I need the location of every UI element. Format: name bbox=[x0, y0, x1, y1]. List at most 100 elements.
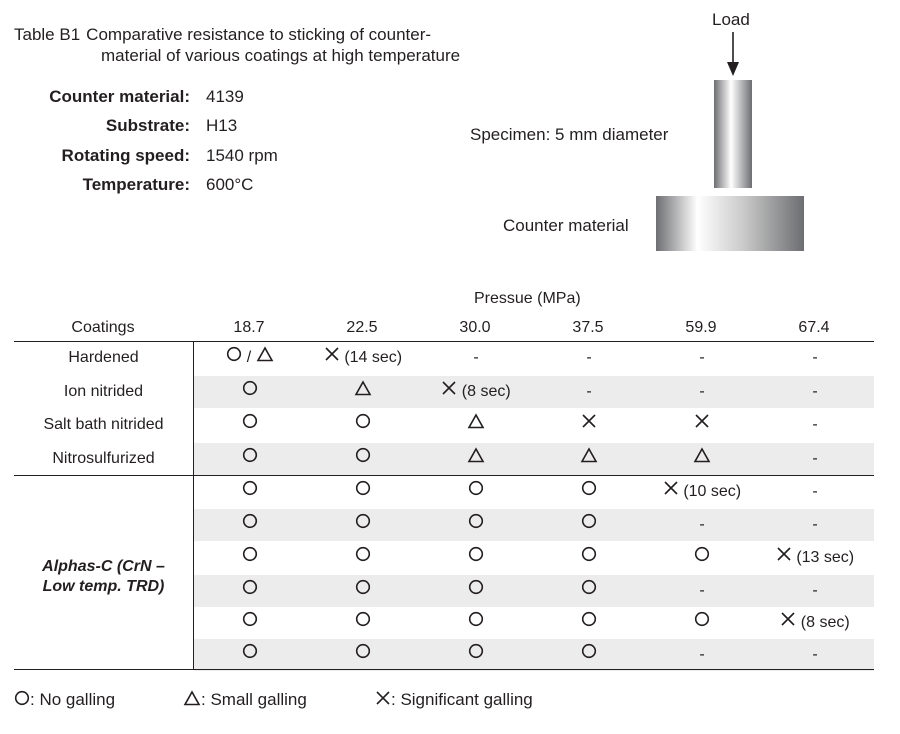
cross-icon bbox=[780, 607, 796, 639]
triangle-icon bbox=[467, 409, 485, 441]
circle-icon bbox=[242, 476, 258, 508]
cross-icon bbox=[776, 542, 792, 574]
table-cell bbox=[646, 443, 758, 475]
load-label: Load bbox=[712, 10, 750, 29]
row-label: Nitrosulfurized bbox=[52, 450, 155, 467]
load-arrow bbox=[727, 32, 739, 76]
table-cell: - bbox=[759, 409, 871, 441]
circle-icon bbox=[468, 509, 484, 541]
table-cell bbox=[533, 476, 645, 508]
slash-separator: / bbox=[242, 349, 256, 367]
alphas-c-label: Alphas-C (CrN – Low temp. TRD) bbox=[14, 557, 193, 597]
circle-icon bbox=[242, 575, 258, 607]
table-cell: - bbox=[759, 639, 871, 671]
no-data-dash: - bbox=[586, 383, 592, 400]
galling-time: (14 sec) bbox=[339, 349, 403, 367]
no-data-dash: - bbox=[812, 646, 818, 663]
alphas-c-label-line-1: Alphas-C (CrN – bbox=[42, 558, 165, 575]
pressure-col-2: 22.5 bbox=[346, 319, 378, 336]
param-row-substrate: Substrate: H13 bbox=[0, 116, 300, 138]
table-cell bbox=[533, 509, 645, 541]
triangle-icon bbox=[183, 690, 201, 711]
param-label: Counter material: bbox=[49, 87, 190, 106]
legend-small-galling-text: : Small galling bbox=[201, 690, 307, 709]
param-row-temperature: Temperature: 600°C bbox=[0, 175, 300, 197]
no-data-dash: - bbox=[812, 516, 818, 533]
triangle-icon bbox=[467, 443, 485, 475]
legend-small-galling: : Small galling bbox=[183, 690, 307, 711]
caption-number: Table B1 bbox=[14, 25, 81, 44]
circle-icon bbox=[355, 476, 371, 508]
caption-line-2: material of various coatings at high tem… bbox=[101, 46, 461, 65]
table-cell: - bbox=[646, 342, 758, 374]
table-cell bbox=[420, 639, 532, 671]
table-cell: - bbox=[759, 509, 871, 541]
table-cell bbox=[194, 509, 306, 541]
table-cell: (13 sec) bbox=[759, 542, 871, 574]
table-cell bbox=[307, 542, 419, 574]
circle-icon bbox=[581, 607, 597, 639]
coatings-header: Coatings bbox=[71, 319, 135, 336]
row-shading bbox=[194, 639, 874, 671]
table-cell bbox=[533, 443, 645, 475]
table-cell: - bbox=[759, 342, 871, 374]
table-cell bbox=[646, 607, 758, 639]
galling-time: (8 sec) bbox=[457, 383, 511, 401]
group-rule bbox=[14, 475, 874, 476]
triangle-icon bbox=[693, 443, 711, 475]
no-data-dash: - bbox=[699, 582, 705, 599]
table-cell: - bbox=[759, 376, 871, 408]
param-value: 4139 bbox=[206, 87, 244, 106]
galling-time: (10 sec) bbox=[678, 483, 742, 501]
table-cell bbox=[533, 575, 645, 607]
table-cell bbox=[307, 509, 419, 541]
table-cell: (14 sec) bbox=[307, 342, 419, 374]
param-value: H13 bbox=[206, 116, 238, 135]
circle-icon bbox=[468, 476, 484, 508]
circle-icon bbox=[355, 443, 371, 475]
table-cell: - bbox=[759, 476, 871, 508]
table-cell: (10 sec) bbox=[646, 476, 758, 508]
triangle-icon bbox=[580, 443, 598, 475]
counter-material-label: Counter material bbox=[503, 216, 629, 235]
table-cell bbox=[194, 476, 306, 508]
specimen-label: Specimen: 5 mm diameter bbox=[470, 125, 669, 144]
param-label: Rotating speed: bbox=[61, 146, 190, 165]
row-shading bbox=[194, 509, 874, 541]
pressure-col-5: 59.9 bbox=[685, 319, 717, 336]
circle-icon bbox=[14, 690, 30, 711]
circle-icon bbox=[694, 607, 710, 639]
table-cell bbox=[307, 575, 419, 607]
table-cell bbox=[533, 607, 645, 639]
cross-icon bbox=[375, 690, 391, 711]
row-shading bbox=[194, 575, 874, 607]
row-label: Salt bath nitrided bbox=[43, 416, 164, 433]
circle-icon bbox=[242, 509, 258, 541]
table-cell bbox=[420, 409, 532, 441]
circle-icon bbox=[226, 342, 242, 374]
table-cell: (8 sec) bbox=[420, 376, 532, 408]
table-cell bbox=[194, 542, 306, 574]
cross-icon bbox=[324, 342, 340, 374]
table-cell: / bbox=[194, 342, 306, 374]
triangle-icon bbox=[354, 376, 372, 408]
circle-icon bbox=[468, 542, 484, 574]
no-data-dash: - bbox=[812, 483, 818, 500]
triangle-icon bbox=[256, 342, 274, 374]
cross-icon bbox=[694, 409, 710, 441]
pressure-col-6: 67.4 bbox=[798, 319, 830, 336]
circle-icon bbox=[355, 409, 371, 441]
circle-icon bbox=[581, 542, 597, 574]
cross-icon bbox=[663, 476, 679, 508]
circle-icon bbox=[694, 542, 710, 574]
diagram-graphic bbox=[656, 32, 804, 251]
pressure-col-3: 30.0 bbox=[459, 319, 491, 336]
alphas-c-label-line-2: Low temp. TRD) bbox=[42, 578, 165, 595]
table-cell bbox=[420, 542, 532, 574]
specimen-cylinder bbox=[714, 80, 752, 188]
table-cell: - bbox=[533, 376, 645, 408]
circle-icon bbox=[581, 639, 597, 671]
no-data-dash: - bbox=[812, 450, 818, 467]
row-shading bbox=[194, 443, 874, 475]
table-cell: - bbox=[646, 575, 758, 607]
